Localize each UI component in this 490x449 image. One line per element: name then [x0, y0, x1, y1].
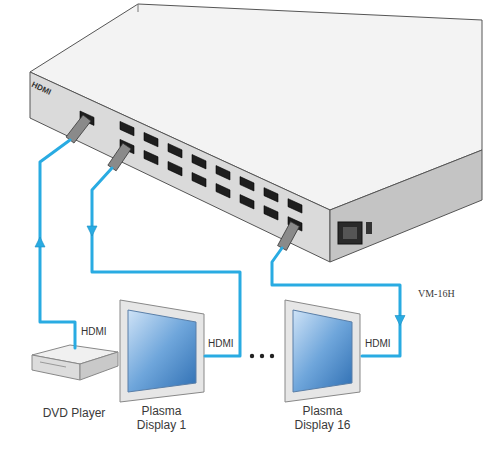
plasma-display: Plasma Display 16 — [283, 298, 362, 402]
display-screen — [293, 310, 352, 392]
device-caption: Plasma Display 16 — [287, 404, 359, 432]
hdmi-port — [216, 184, 230, 198]
dvd-side — [80, 352, 118, 380]
hdmi-port — [168, 161, 182, 175]
hdmi-cable — [35, 140, 75, 348]
amplifier-unit: VM-16H — [28, 4, 488, 266]
ellipsis-dot — [260, 354, 264, 358]
hdmi-port — [240, 177, 254, 191]
hdmi-cable-line — [92, 168, 240, 356]
hdmi-port — [288, 199, 302, 213]
hdmi-port — [144, 150, 158, 164]
housing-front — [30, 72, 330, 262]
hdmi-cable — [87, 168, 240, 356]
hdmi-port — [120, 121, 134, 135]
hdmi-cable-line — [272, 248, 400, 356]
hdmi-port — [240, 195, 254, 209]
hdmi-plug — [278, 222, 300, 251]
flow-arrowhead — [395, 316, 405, 326]
ellipsis-dot — [250, 354, 254, 358]
dvd-player: DVD Player — [30, 348, 118, 385]
plasma-display: Plasma Display 1 — [118, 298, 205, 402]
flow-arrowhead — [87, 226, 97, 236]
power-switch — [366, 222, 372, 234]
housing-edge — [138, 4, 139, 12]
ellipsis-dot — [270, 354, 274, 358]
dvd-front — [32, 355, 80, 380]
housing-right — [330, 150, 482, 262]
hdmi-cable — [272, 248, 405, 356]
display-bezel — [285, 300, 360, 402]
hdmi-port — [192, 173, 206, 187]
cable-label: HDMI — [80, 326, 108, 338]
hdmi-port — [264, 206, 278, 220]
cable-label: HDMI — [207, 338, 235, 350]
hdmi-port — [192, 155, 206, 169]
device-caption: VM-16H — [418, 288, 455, 299]
dvd-tray — [40, 362, 66, 367]
brand-logo: HDMI — [30, 80, 52, 97]
device-caption: DVD Player — [32, 406, 116, 420]
hdmi-port — [144, 132, 158, 146]
display-bezel — [120, 300, 204, 402]
power-inlet — [338, 222, 362, 244]
flow-arrowhead — [35, 237, 45, 247]
hdmi-cable-line — [40, 140, 75, 348]
hdmi-port — [216, 166, 230, 180]
display-screen — [128, 310, 196, 392]
power-inlet-socket — [343, 227, 357, 239]
hdmi-port — [168, 143, 182, 157]
hdmi-port — [264, 188, 278, 202]
cable-label: HDMI — [364, 338, 392, 350]
device-caption: Plasma Display 1 — [126, 404, 198, 432]
